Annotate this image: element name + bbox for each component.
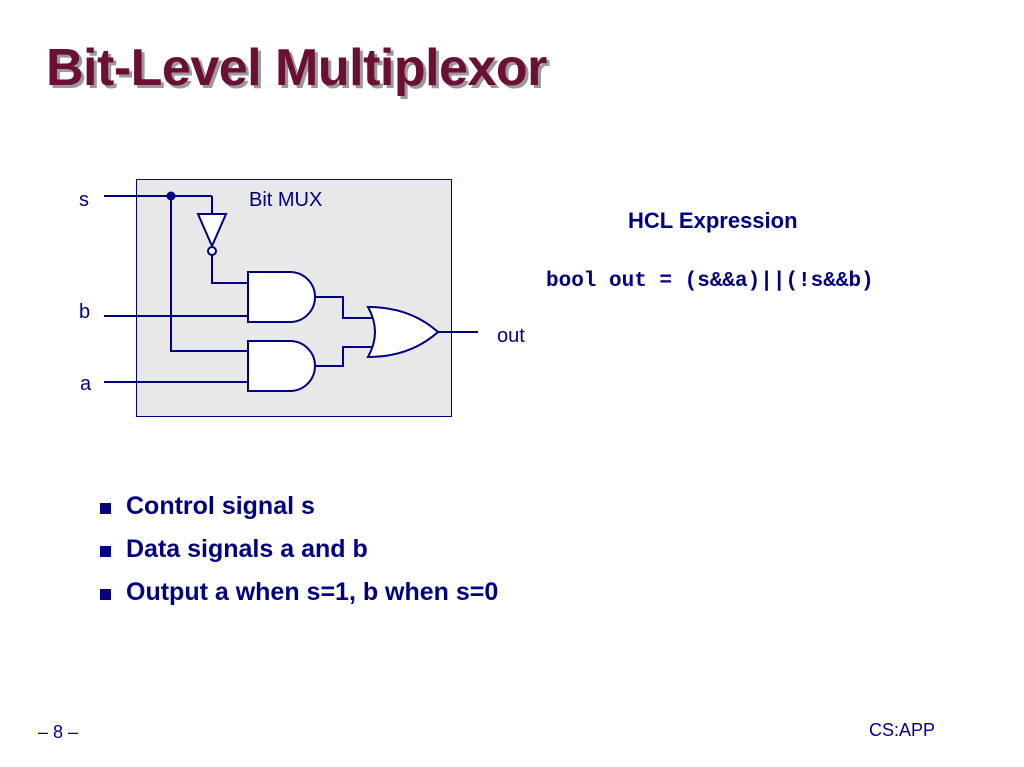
bullet-text: Output a when s=1, b when s=0: [126, 578, 499, 606]
hcl-expression: bool out = (s&&a)||(!s&&b): [546, 270, 874, 293]
slide-title: Bit-Level Multiplexor: [46, 39, 547, 97]
wire-s-to-and-bottom: [170, 196, 248, 352]
signal-out-label: out: [497, 325, 525, 347]
signal-a-label: a: [80, 373, 92, 395]
bullet-list: Control signal s Data signals a and b Ou…: [100, 492, 498, 621]
square-bullet-icon: [100, 503, 111, 514]
square-bullet-icon: [100, 546, 111, 557]
hcl-heading: HCL Expression: [628, 208, 798, 233]
wire-and-bottom-to-or: [314, 346, 374, 367]
and-gate-top: [247, 271, 316, 323]
signal-b-label: b: [79, 301, 91, 323]
or-gate: [366, 305, 440, 359]
footer-brand: CS:APP: [869, 720, 936, 740]
not-gate-bubble: [207, 246, 217, 256]
square-bullet-icon: [100, 589, 111, 600]
bullet-item: Data signals a and b: [100, 535, 498, 578]
wire-and-top-to-or: [314, 296, 374, 319]
bullet-item: Output a when s=1, b when s=0: [100, 578, 498, 621]
bit-mux-label: Bit MUX: [249, 189, 323, 211]
junction-dot: [166, 191, 176, 201]
bullet-item: Control signal s: [100, 492, 498, 535]
signal-s-label: s: [79, 189, 89, 211]
wire-not-to-and-top: [211, 254, 248, 284]
and-gate-bottom: [247, 340, 316, 392]
bullet-text: Control signal s: [126, 492, 315, 520]
bullet-text: Data signals a and b: [126, 535, 368, 563]
not-gate: [196, 213, 228, 249]
page-number: – 8 –: [38, 722, 79, 742]
